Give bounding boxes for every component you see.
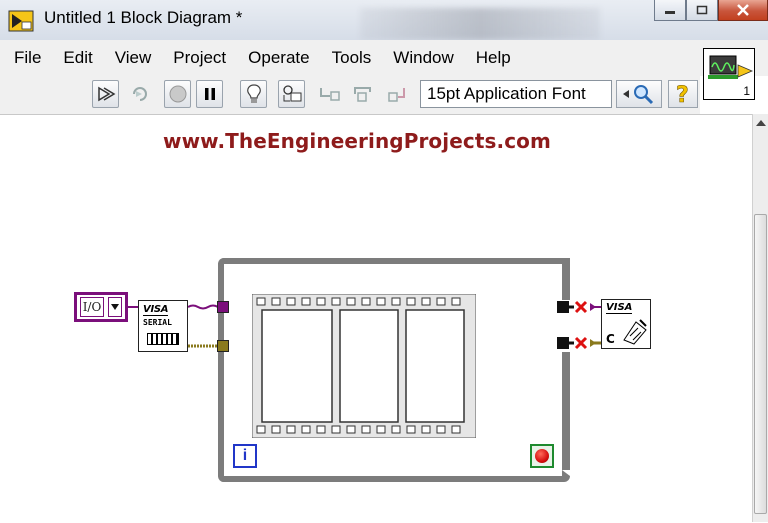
maximize-icon	[696, 5, 708, 15]
close-icon	[737, 4, 749, 16]
pause-button[interactable]	[196, 80, 223, 108]
menu-help[interactable]: Help	[475, 48, 511, 67]
broken-wire-icon	[574, 300, 588, 314]
run-continuously-icon	[132, 87, 147, 101]
close-session-icon	[623, 319, 647, 345]
search-icon	[623, 85, 654, 105]
menu-view[interactable]: View	[114, 48, 152, 67]
highlight-execution-button[interactable]	[240, 80, 267, 108]
visa-close-label: C	[606, 332, 615, 346]
vi-icon[interactable]: 1	[703, 48, 755, 100]
while-loop-right-edge-top	[562, 258, 570, 300]
retain-wire-values-button[interactable]	[278, 80, 305, 108]
iteration-terminal[interactable]: i	[233, 444, 257, 468]
while-loop[interactable]	[218, 258, 570, 482]
loop-corner-arrow-icon	[562, 470, 570, 482]
run-button[interactable]	[92, 80, 119, 108]
toolbar: 15pt Application Font ?	[0, 76, 700, 114]
menu-file[interactable]: File	[14, 48, 42, 67]
error-input-tunnel[interactable]	[217, 340, 229, 352]
sequence-frame-2	[339, 309, 399, 423]
visa-serial-subtitle: SERIAL	[143, 318, 172, 327]
watermark-text: www.TheEngineeringProjects.com	[163, 129, 551, 153]
while-loop-right-edge-bottom	[562, 352, 570, 470]
sequence-frame-3	[405, 309, 465, 423]
question-mark-icon: ?	[676, 83, 689, 106]
clean-up-diagram-button[interactable]	[616, 80, 662, 108]
step-into-button[interactable]	[316, 80, 343, 108]
abort-icon	[169, 85, 186, 103]
menu-tools[interactable]: Tools	[331, 48, 372, 67]
visa-close-title: VISA	[606, 302, 633, 314]
menu-project[interactable]: Project	[173, 48, 227, 67]
menu-window[interactable]: Window	[393, 48, 454, 67]
pause-icon	[204, 88, 215, 100]
run-continuously-button[interactable]	[126, 80, 153, 108]
scroll-up-icon[interactable]	[756, 120, 766, 126]
stop-icon	[535, 449, 549, 463]
svg-text:?: ?	[676, 83, 689, 106]
visa-close-function[interactable]: VISA C	[601, 299, 651, 349]
step-out-button[interactable]	[384, 80, 411, 108]
visa-configure-serial-port[interactable]: VISA SERIAL	[138, 300, 188, 352]
step-out-icon	[387, 88, 405, 102]
retain-wire-values-icon	[282, 85, 301, 102]
visa-serial-title: VISA	[143, 304, 169, 316]
visa-constant-label: I/O	[80, 297, 104, 317]
scrollbar-thumb[interactable]	[754, 214, 767, 514]
vi-icon-number: 1	[743, 84, 750, 98]
dropdown-arrow-icon[interactable]	[108, 297, 122, 317]
output-tunnels	[557, 300, 596, 350]
minimize-button[interactable]	[654, 0, 686, 21]
blurred-background	[360, 8, 600, 40]
title-bar: Untitled 1 Block Diagram *	[0, 0, 768, 40]
broken-wire-icon	[574, 336, 588, 350]
waveform-vi-icon	[708, 55, 754, 79]
serial-port-icon	[147, 333, 179, 345]
context-help-button[interactable]: ?	[668, 80, 698, 108]
error-output-tunnel	[557, 337, 569, 349]
window-title: Untitled 1 Block Diagram *	[44, 8, 243, 27]
sequence-frame-1	[261, 309, 333, 423]
vertical-scrollbar[interactable]	[752, 114, 768, 522]
loop-condition-terminal[interactable]	[530, 444, 554, 468]
step-into-icon	[319, 88, 340, 101]
run-arrow-icon	[97, 86, 115, 102]
step-over-button[interactable]	[350, 80, 377, 108]
menu-bar: File Edit View Project Operate Tools Win…	[0, 40, 768, 76]
minimize-icon	[665, 11, 675, 14]
flat-sequence-structure[interactable]	[252, 294, 476, 438]
text-settings-dropdown[interactable]: 15pt Application Font	[420, 80, 612, 108]
maximize-button[interactable]	[686, 0, 718, 21]
visa-resource-constant[interactable]: I/O	[74, 292, 128, 322]
step-over-icon	[353, 87, 371, 102]
labview-app-icon[interactable]	[8, 10, 34, 32]
visa-input-tunnel[interactable]	[217, 301, 229, 313]
menu-operate[interactable]: Operate	[248, 48, 310, 67]
menu-edit[interactable]: Edit	[63, 48, 93, 67]
visa-output-tunnel	[557, 301, 569, 313]
abort-button[interactable]	[164, 80, 191, 108]
highlight-execution-icon	[246, 84, 261, 103]
close-button[interactable]	[718, 0, 768, 21]
